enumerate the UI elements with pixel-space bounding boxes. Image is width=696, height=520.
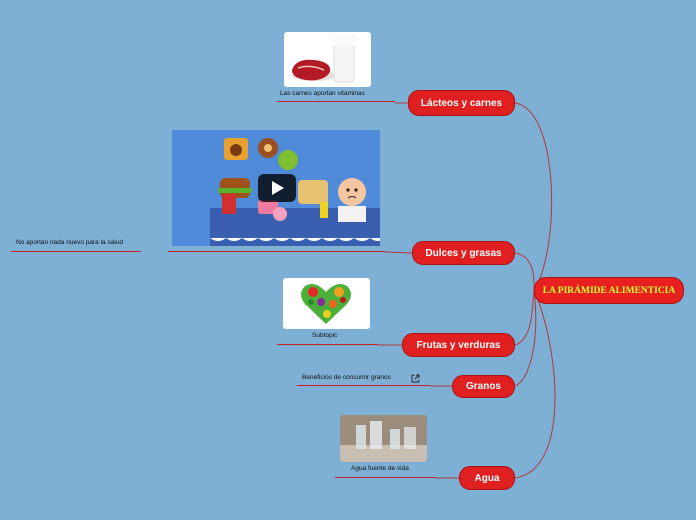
meat-and-milk-image[interactable] — [284, 32, 371, 87]
connector-agua — [514, 289, 556, 479]
connector-frutas — [514, 289, 535, 346]
fruit-heart-illustration — [301, 284, 351, 324]
junk-food-illustration — [210, 138, 380, 246]
water-glasses-image[interactable] — [340, 415, 427, 462]
central-topic[interactable]: LA PIRÁMIDE ALIMENTICIA — [534, 277, 684, 304]
connector-lacteos — [514, 102, 553, 291]
branch-agua-label: Agua — [474, 472, 500, 484]
branch-dulces-y-grasas[interactable]: Dulces y grasas — [412, 241, 515, 265]
central-topic-label: LA PIRÁMIDE ALIMENTICIA — [542, 285, 676, 296]
connector-dulces-leaf — [384, 251, 414, 254]
leaf-agua-underline — [335, 477, 435, 478]
play-button-icon[interactable] — [258, 174, 296, 202]
fruits-heart-image[interactable] — [283, 278, 370, 329]
video-underline — [168, 251, 385, 252]
leaf-lacteos-underline — [277, 101, 395, 102]
branch-agua[interactable]: Agua — [459, 466, 515, 490]
leaf-dulces-underline — [11, 251, 141, 252]
connector-granos — [514, 289, 537, 387]
leaf-dulces[interactable]: No aportan nada nuevo para la salud — [16, 239, 123, 246]
connector-dulces — [514, 252, 535, 291]
water-glasses-illustration — [340, 415, 427, 462]
branch-frutas-label: Frutas y verduras — [416, 339, 501, 351]
meat-milk-illustration — [292, 33, 360, 83]
junk-food-video[interactable] — [172, 130, 380, 246]
external-link-icon[interactable] — [411, 374, 420, 383]
leaf-frutas-underline — [277, 344, 378, 345]
branch-dulces-label: Dulces y grasas — [425, 247, 502, 259]
branch-frutas-y-verduras[interactable]: Frutas y verduras — [402, 333, 515, 357]
leaf-frutas[interactable]: Subtopic — [312, 332, 338, 339]
branch-lacteos-label: Lácteos y carnes — [420, 97, 503, 109]
branch-lacteos-y-carnes[interactable]: Lácteos y carnes — [408, 90, 515, 116]
leaf-granos-underline — [297, 385, 430, 386]
branch-granos[interactable]: Granos — [452, 375, 515, 398]
leaf-agua[interactable]: Agua fuente de vida — [351, 465, 409, 472]
leaf-granos[interactable]: Beneficios de consumir granos — [302, 374, 391, 381]
leaf-lacteos[interactable]: Las carnes aportan vitaminas — [280, 90, 365, 97]
branch-granos-label: Granos — [465, 381, 501, 392]
